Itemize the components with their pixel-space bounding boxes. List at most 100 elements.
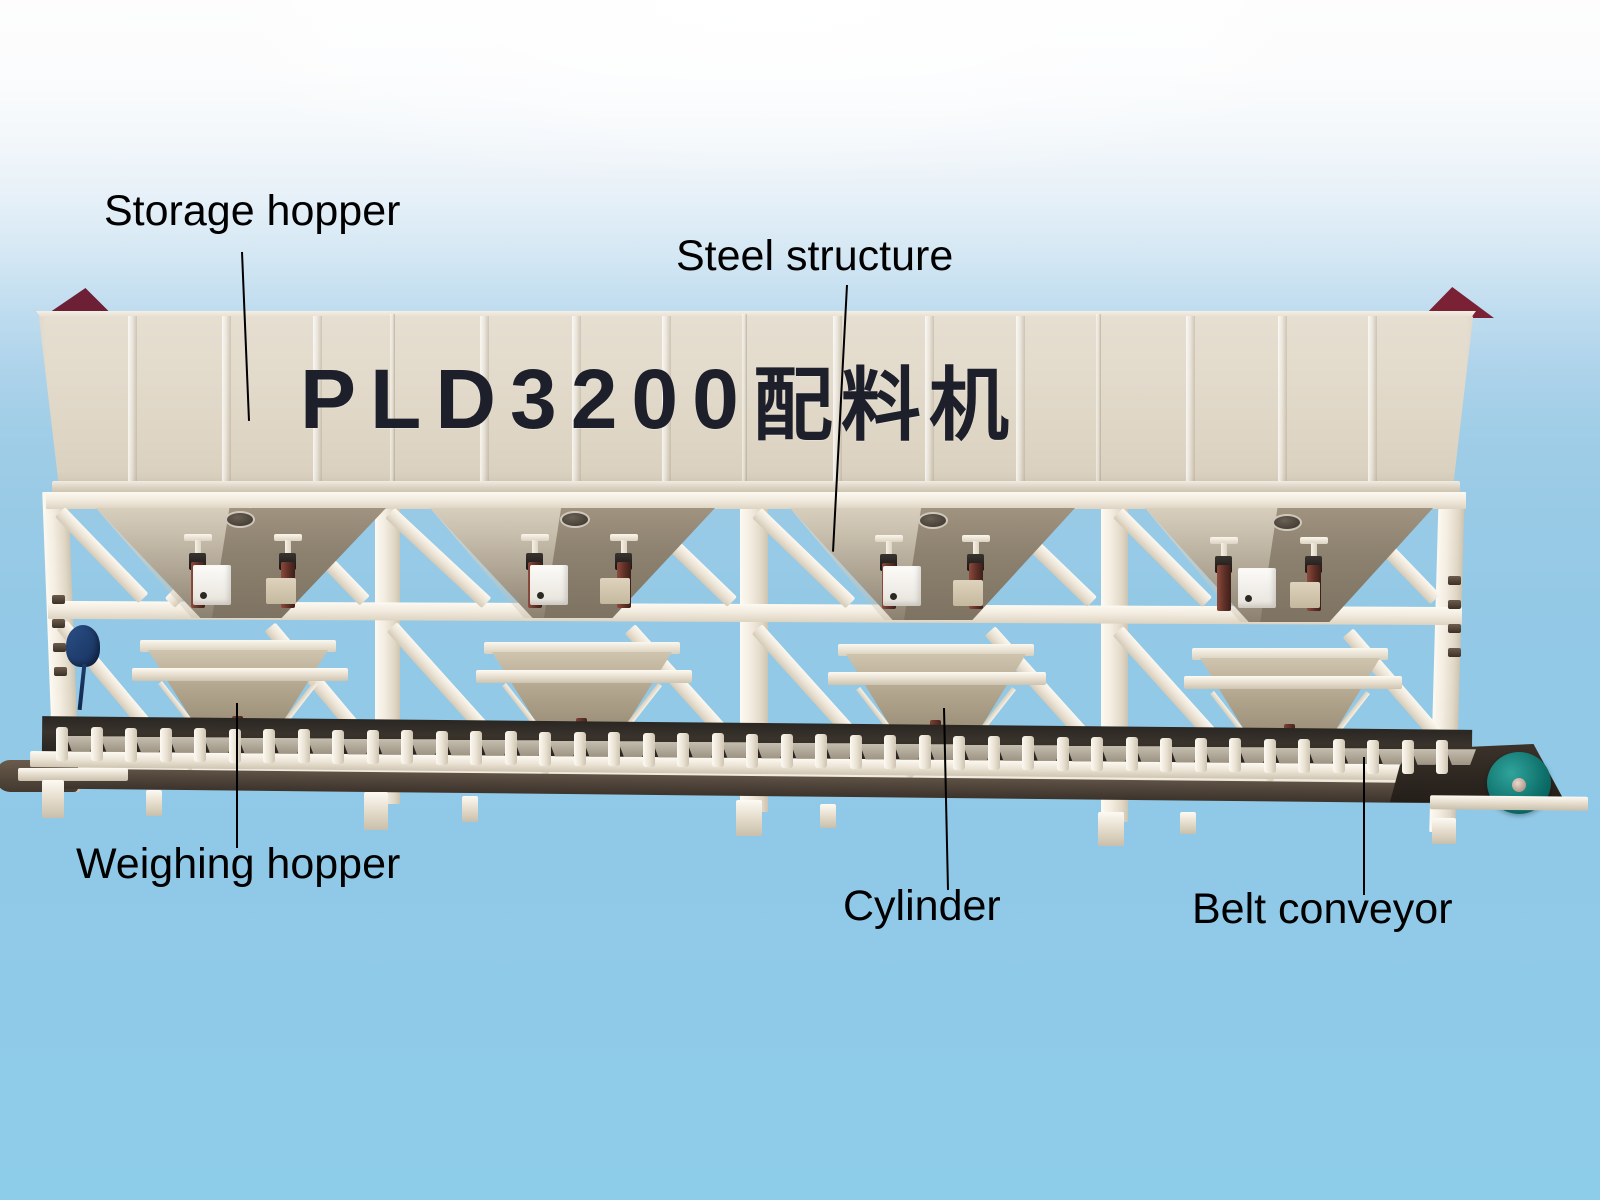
belt-idler	[687, 741, 717, 758]
hopper-rib	[572, 316, 581, 486]
belt-roller-post	[1091, 736, 1103, 771]
belt-idler	[100, 736, 131, 753]
belt-roller-post	[539, 731, 551, 766]
hopper-rib	[1016, 316, 1025, 486]
control-box	[193, 565, 231, 605]
conveyor-support-post	[462, 796, 478, 822]
conveyor-support-post	[820, 804, 836, 828]
storage-hopper-top-lip	[36, 311, 1476, 321]
conveyor-support-post	[146, 790, 162, 816]
control-box	[530, 565, 568, 605]
weighing-hopper-rim	[1192, 648, 1388, 660]
belt-roller-post	[125, 727, 137, 762]
weighing-hopper-rim	[484, 642, 680, 654]
belt-idler	[1377, 748, 1407, 765]
annotation-label-storage-hopper: Storage hopper	[104, 187, 401, 235]
cone-access-cap	[1272, 514, 1302, 531]
belt-idler	[66, 736, 96, 752]
control-box	[883, 566, 921, 606]
cylinder-head	[610, 534, 638, 541]
belt-roller-post	[1022, 736, 1034, 771]
belt-idler	[273, 737, 303, 754]
belt-roller-post	[780, 733, 793, 768]
hopper-rib	[1186, 316, 1195, 486]
hopper-panel-seam	[390, 314, 395, 488]
belt-idler	[445, 739, 476, 756]
belt-idler	[376, 738, 407, 755]
belt-roller-post	[849, 734, 862, 769]
storage-hopper-body	[38, 316, 1474, 488]
hopper-rib	[925, 316, 934, 486]
belt-idler	[411, 739, 441, 756]
belt-head-pulley-hub	[1512, 778, 1526, 792]
belt-idler	[514, 740, 545, 757]
belt-roller-post	[953, 735, 965, 770]
belt-roller-post	[1229, 738, 1241, 773]
ladder-rung	[54, 667, 67, 676]
belt-idler	[859, 743, 890, 760]
hopper-rib	[833, 316, 842, 486]
belt-idler	[238, 737, 269, 754]
annotation-label-cylinder: Cylinder	[843, 882, 1001, 930]
belt-roller-post	[815, 734, 827, 769]
belt-idler	[480, 739, 510, 756]
blue-actuator	[66, 625, 100, 667]
cylinder-mount-pad	[953, 580, 983, 606]
belt-roller-post	[263, 728, 275, 763]
belt-roller-post	[1367, 739, 1379, 774]
cone-access-cap	[225, 511, 255, 528]
belt-idler	[790, 742, 821, 759]
cylinder-head	[184, 534, 212, 541]
belt-roller-post	[401, 730, 413, 765]
ladder-rung	[1448, 600, 1461, 609]
belt-roller-post	[711, 733, 724, 768]
belt-idler	[1273, 747, 1304, 764]
cylinder-head	[875, 535, 903, 542]
sky-haze	[0, 0, 1600, 340]
leg-post	[364, 792, 388, 830]
belt-roller-post	[504, 731, 517, 766]
belt-idler	[1411, 748, 1442, 765]
belt-roller-post	[1194, 737, 1207, 772]
belt-idler	[342, 738, 372, 755]
weighing-hopper-shelf	[828, 672, 1046, 685]
conveyor-support-post	[1180, 812, 1196, 834]
annotation-label-steel-structure: Steel structure	[676, 232, 954, 280]
belt-head-support-foot	[1429, 795, 1589, 811]
belt-idler	[756, 742, 786, 759]
leg-post	[42, 780, 64, 818]
hopper-panel-seam	[742, 314, 747, 488]
ladder-rung	[52, 619, 65, 628]
belt-roller-post	[228, 728, 241, 763]
belt-roller-post	[470, 730, 482, 765]
belt-roller-post	[1401, 739, 1414, 774]
belt-idler	[135, 736, 165, 753]
belt-roller-post	[332, 729, 344, 764]
ladder-rung	[1448, 648, 1461, 657]
belt-roller-post	[1125, 737, 1138, 772]
belt-idler	[307, 738, 338, 755]
belt-idler	[618, 741, 648, 758]
belt-idler	[1308, 747, 1338, 764]
belt-idler	[1342, 748, 1373, 765]
belt-roller-post	[642, 732, 655, 767]
belt-idler	[1170, 746, 1200, 763]
belt-idler	[1066, 745, 1097, 762]
annotation-leader-belt-conveyor	[1363, 757, 1365, 895]
weighing-hopper-rim	[140, 640, 336, 652]
belt-roller-post	[366, 729, 379, 764]
belt-roller-post	[918, 735, 931, 770]
belt-idler	[204, 737, 234, 754]
weighing-hopper-shelf	[1184, 676, 1402, 689]
belt-idler	[1446, 749, 1476, 766]
cylinder-head	[521, 534, 549, 541]
belt-roller-post	[1160, 737, 1172, 772]
belt-roller-post	[987, 735, 1000, 770]
belt-idler	[997, 744, 1028, 761]
belt-idler	[721, 742, 752, 759]
frame-beam-upper	[46, 492, 1466, 509]
hopper-rib	[222, 316, 231, 486]
belt-roller-post	[297, 729, 310, 764]
